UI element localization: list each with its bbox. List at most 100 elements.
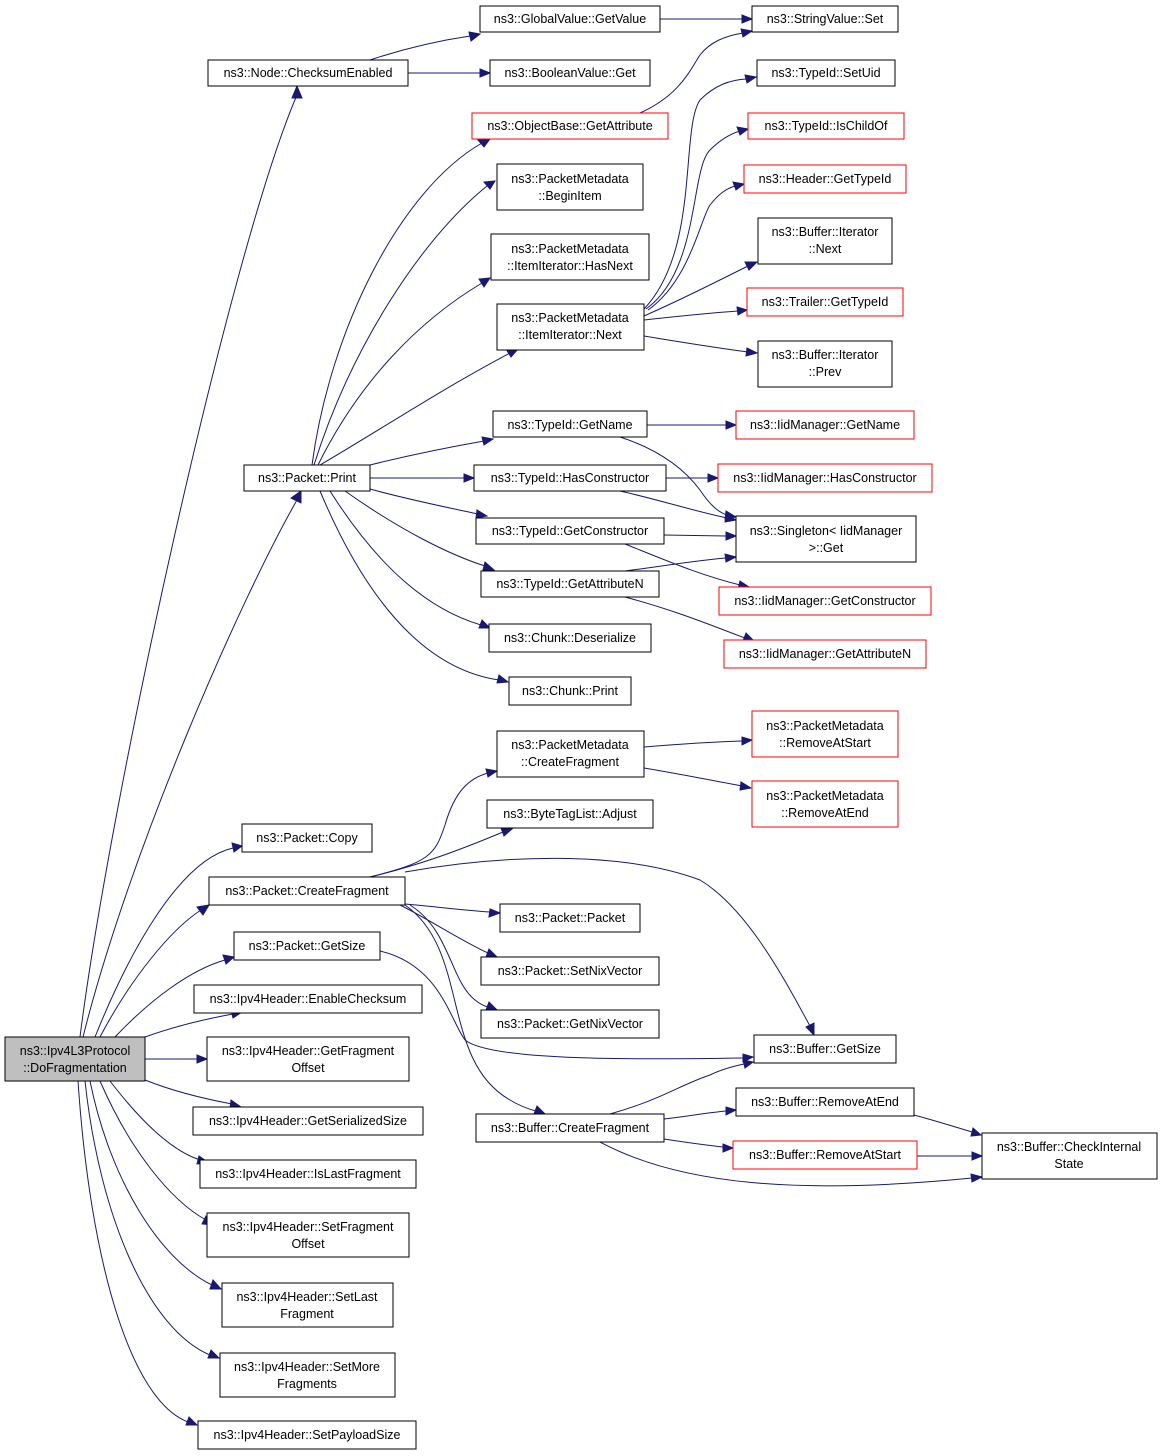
node-booleanvalue-get[interactable]: ns3::BooleanValue::Get bbox=[489, 59, 651, 87]
edge-itemiterator-next-to-buffer-iterator-next bbox=[643, 261, 759, 317]
node-objectbase-getattribute[interactable]: ns3::ObjectBase::GetAttribute bbox=[471, 112, 669, 140]
node-packet-createfragment[interactable]: ns3::Packet::CreateFragment bbox=[208, 876, 406, 906]
node-buffer-getsize[interactable]: ns3::Buffer::GetSize bbox=[753, 1034, 897, 1064]
node-bytetaglist-adjust[interactable]: ns3::ByteTagList::Adjust bbox=[486, 799, 654, 829]
node-root-ipv4l3protocol-dofragmentation[interactable]: ns3::Ipv4L3Protocol ::DoFragmentation bbox=[4, 1036, 146, 1082]
node-header-gettypeid[interactable]: ns3::Header::GetTypeId bbox=[743, 164, 907, 194]
node-packet-print[interactable]: ns3::Packet::Print bbox=[243, 464, 371, 492]
node-singleton-iidmanager-get[interactable]: ns3::Singleton< IidManager >::Get bbox=[735, 515, 917, 563]
node-label: ns3::IidManager::GetName bbox=[750, 418, 900, 432]
arrowhead-icon bbox=[463, 473, 476, 483]
node-node-checksumenabled[interactable]: ns3::Node::ChecksumEnabled bbox=[207, 59, 409, 87]
node-label-line1: ns3::PacketMetadata bbox=[511, 172, 628, 186]
node-iidmanager-getattributen[interactable]: ns3::IidManager::GetAttributeN bbox=[723, 639, 927, 669]
node-label-line1: ns3::PacketMetadata bbox=[766, 789, 883, 803]
arrowhead-icon bbox=[740, 28, 754, 38]
node-ipv4header-islastfragment[interactable]: ns3::Ipv4Header::IsLastFragment bbox=[199, 1159, 417, 1189]
node-stringvalue-set[interactable]: ns3::StringValue::Set bbox=[751, 5, 899, 33]
node-label: ns3::Packet::SetNixVector bbox=[498, 964, 643, 978]
arrowhead-icon bbox=[707, 473, 720, 483]
node-label: ns3::Node::ChecksumEnabled bbox=[224, 66, 393, 80]
node-label-line1: ns3::PacketMetadata bbox=[511, 311, 628, 325]
node-iidmanager-getconstructor[interactable]: ns3::IidManager::GetConstructor bbox=[718, 586, 932, 616]
node-ipv4header-getfragmentoffset[interactable]: ns3::Ipv4Header::GetFragment Offset bbox=[206, 1036, 410, 1082]
edge-line bbox=[647, 185, 736, 311]
node-ipv4header-getserializedsize[interactable]: ns3::Ipv4Header::GetSerializedSize bbox=[192, 1106, 424, 1136]
node-buffer-iterator-prev[interactable]: ns3::Buffer::Iterator ::Prev bbox=[757, 340, 893, 388]
node-label-line2: ::DoFragmentation bbox=[23, 1061, 127, 1075]
edge-line bbox=[663, 1110, 727, 1120]
node-packet-copy[interactable]: ns3::Packet::Copy bbox=[241, 823, 373, 853]
arrowhead-icon bbox=[290, 490, 302, 504]
edge-packet-print-to-typeid-getattributen bbox=[344, 490, 496, 571]
node-trailer-gettypeid[interactable]: ns3::Trailer::GetTypeId bbox=[746, 287, 904, 317]
edge-itemiterator-next-to-setuid bbox=[643, 74, 758, 310]
node-label: ns3::Buffer::RemoveAtEnd bbox=[751, 1095, 899, 1109]
node-label-line1: ns3::Buffer::CheckInternal bbox=[997, 1140, 1141, 1154]
edge-line bbox=[313, 185, 488, 466]
node-ipv4header-setlastfragment[interactable]: ns3::Ipv4Header::SetLast Fragment bbox=[221, 1282, 394, 1328]
edge-line bbox=[369, 831, 504, 878]
arrowhead-icon bbox=[488, 908, 502, 918]
node-buffer-iterator-next[interactable]: ns3::Buffer::Iterator ::Next bbox=[757, 217, 893, 265]
edge-globalvalue-to-stringvalue bbox=[660, 14, 754, 24]
node-ipv4header-enablechecksum[interactable]: ns3::Ipv4Header::EnableChecksum bbox=[193, 984, 423, 1014]
node-label: ns3::Chunk::Deserialize bbox=[504, 631, 636, 645]
node-label: ns3::Ipv4Header::IsLastFragment bbox=[215, 1167, 401, 1181]
edge-typeid-getattributen-to-singleton bbox=[624, 553, 738, 572]
node-ipv4header-setmorefragments[interactable]: ns3::Ipv4Header::SetMore Fragments bbox=[219, 1352, 396, 1398]
edge-root-to-getfragmentoffset bbox=[145, 1054, 209, 1064]
node-packetmetadata-beginitem[interactable]: ns3::PacketMetadata ::BeginItem bbox=[496, 163, 644, 211]
arrowhead-icon bbox=[971, 1151, 984, 1161]
arrowhead-icon bbox=[196, 1054, 209, 1064]
node-packetmetadata-removeatend[interactable]: ns3::PacketMetadata ::RemoveAtEnd bbox=[751, 780, 899, 828]
node-packet-getsize[interactable]: ns3::Packet::GetSize bbox=[233, 931, 381, 961]
arrowhead-icon bbox=[482, 561, 496, 571]
node-label: ns3::Buffer::CreateFragment bbox=[491, 1121, 650, 1135]
node-iidmanager-getname[interactable]: ns3::IidManager::GetName bbox=[735, 410, 915, 440]
node-chunk-deserialize[interactable]: ns3::Chunk::Deserialize bbox=[488, 623, 652, 653]
node-typeid-ischildof[interactable]: ns3::TypeId::IsChildOf bbox=[747, 112, 905, 140]
edges-layer bbox=[77, 14, 984, 1426]
node-typeid-getattributen[interactable]: ns3::TypeId::GetAttributeN bbox=[480, 570, 660, 598]
arrowhead-icon bbox=[805, 1022, 815, 1037]
node-packetmetadata-itemiterator-next[interactable]: ns3::PacketMetadata ::ItemIterator::Next bbox=[496, 303, 645, 351]
node-buffer-createfragment[interactable]: ns3::Buffer::CreateFragment bbox=[475, 1113, 665, 1143]
node-globalvalue-getvalue[interactable]: ns3::GlobalValue::GetValue bbox=[479, 5, 661, 33]
node-iidmanager-hasconstructor[interactable]: ns3::IidManager::HasConstructor bbox=[717, 463, 933, 493]
edge-line bbox=[84, 1080, 211, 1356]
node-packetmetadata-itemiterator-hasnext[interactable]: ns3::PacketMetadata ::ItemIterator::HasN… bbox=[490, 233, 650, 281]
arrowhead-icon bbox=[736, 306, 749, 316]
node-label: ns3::Chunk::Print bbox=[522, 684, 618, 698]
node-label: ns3::Packet::Packet bbox=[515, 911, 626, 925]
node-label-line2: >::Get bbox=[809, 541, 844, 555]
node-label: ns3::TypeId::GetAttributeN bbox=[496, 577, 643, 591]
node-label: ns3::Packet::GetNixVector bbox=[497, 1017, 643, 1031]
node-buffer-removeatstart[interactable]: ns3::Buffer::RemoveAtStart bbox=[732, 1140, 918, 1170]
node-packet-setnixvector[interactable]: ns3::Packet::SetNixVector bbox=[480, 956, 660, 986]
node-packetmetadata-removeatstart[interactable]: ns3::PacketMetadata ::RemoveAtStart bbox=[751, 710, 899, 758]
node-chunk-print[interactable]: ns3::Chunk::Print bbox=[508, 676, 632, 706]
node-packet-getnixvector[interactable]: ns3::Packet::GetNixVector bbox=[480, 1009, 660, 1039]
node-typeid-getname[interactable]: ns3::TypeId::GetName bbox=[492, 410, 648, 438]
node-ipv4header-setpayloadsize[interactable]: ns3::Ipv4Header::SetPayloadSize bbox=[197, 1420, 417, 1450]
node-label-line1: ns3::Singleton< IidManager bbox=[750, 524, 903, 538]
node-label-line2: ::Prev bbox=[809, 365, 842, 379]
node-buffer-checkinternalstate[interactable]: ns3::Buffer::CheckInternal State bbox=[981, 1132, 1158, 1180]
node-label-line2: State bbox=[1054, 1157, 1083, 1171]
node-packetmetadata-createfragment[interactable]: ns3::PacketMetadata ::CreateFragment bbox=[496, 730, 645, 778]
node-typeid-setuid[interactable]: ns3::TypeId::SetUid bbox=[756, 59, 896, 87]
node-label: ns3::Buffer::RemoveAtStart bbox=[749, 1148, 901, 1162]
node-typeid-getconstructor[interactable]: ns3::TypeId::GetConstructor bbox=[475, 517, 665, 545]
node-typeid-hasconstructor[interactable]: ns3::TypeId::HasConstructor bbox=[473, 464, 667, 492]
node-ipv4header-setfragmentoffset[interactable]: ns3::Ipv4Header::SetFragment Offset bbox=[206, 1212, 410, 1258]
arrowhead-icon bbox=[742, 1059, 755, 1069]
edge-root-to-setfragmentoffset bbox=[99, 1080, 216, 1226]
node-label: ns3::IidManager::GetConstructor bbox=[734, 594, 915, 608]
edge-typeid-getname-to-iidmanager-getname bbox=[647, 420, 738, 430]
node-packet-packet[interactable]: ns3::Packet::Packet bbox=[499, 903, 641, 933]
edge-line bbox=[619, 490, 728, 519]
edge-buffer-createfragment-to-removeatstart bbox=[663, 1138, 735, 1153]
node-label-line2: ::Next bbox=[809, 242, 842, 256]
node-buffer-removeatend[interactable]: ns3::Buffer::RemoveAtEnd bbox=[735, 1087, 915, 1117]
